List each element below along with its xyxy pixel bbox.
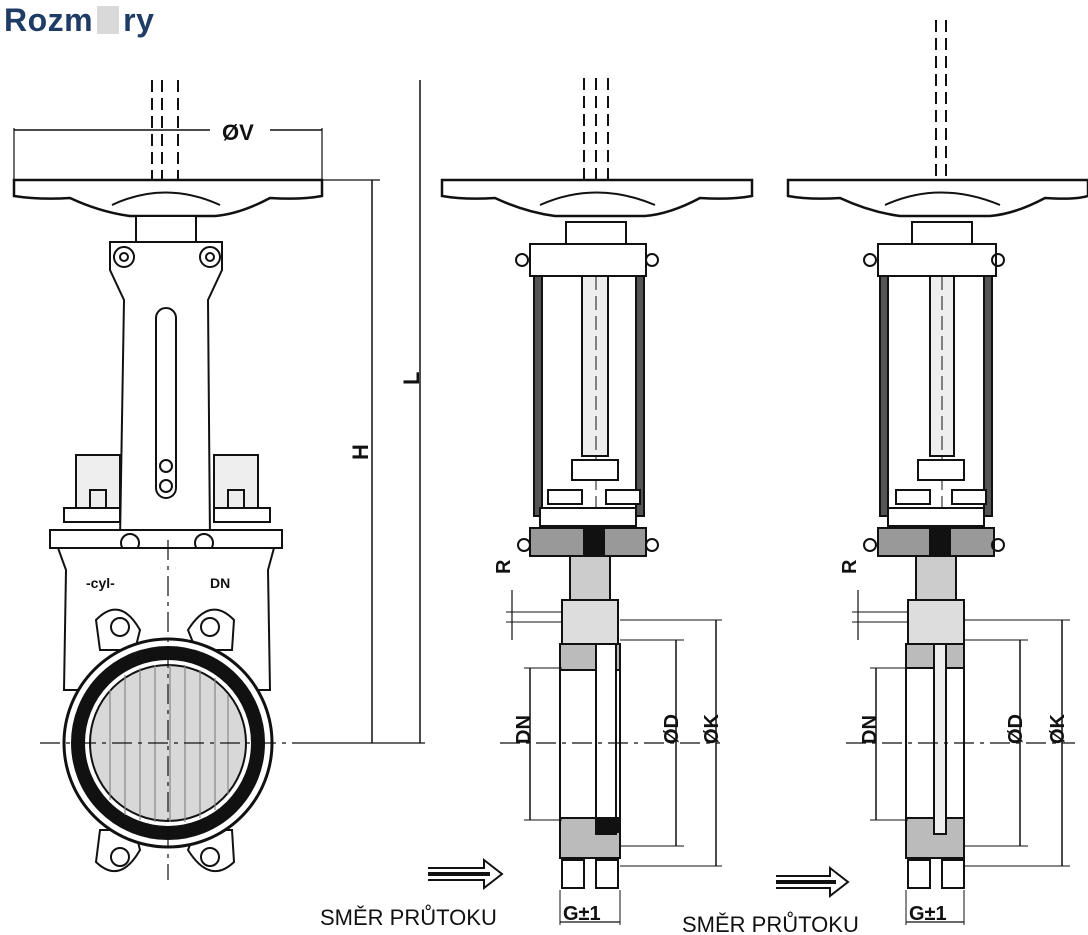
flow-direction-2: SMĚR PRŮTOKU: [682, 912, 859, 935]
front-view: [12, 80, 425, 880]
body-dn-label: DN: [210, 575, 230, 591]
dim-dn-label-2: DN: [859, 715, 881, 744]
dim-h-label: H: [348, 444, 373, 460]
dim-k-label-2: ØK: [1047, 713, 1069, 744]
dim-r-label-1: R: [493, 559, 515, 574]
dim-v-label: ØV: [222, 120, 254, 145]
dim-g-label-2: G±1: [909, 903, 947, 925]
dim-g-label-1: G±1: [563, 903, 601, 925]
dim-d-label-2: ØD: [1005, 714, 1027, 744]
side-view-1: [428, 78, 754, 925]
dim-r-label-2: R: [839, 559, 861, 574]
brand-mark: -cyl-: [86, 575, 115, 591]
dim-d-label-1: ØD: [661, 714, 683, 744]
dim-l-label: L: [399, 372, 424, 385]
title-gap: [97, 6, 120, 34]
side-view-2: [776, 20, 1088, 925]
dim-k-label-1: ØK: [701, 713, 723, 744]
dim-dn-label-1: DN: [513, 715, 535, 744]
flow-direction-1: SMĚR PRŮTOKU: [320, 905, 497, 930]
